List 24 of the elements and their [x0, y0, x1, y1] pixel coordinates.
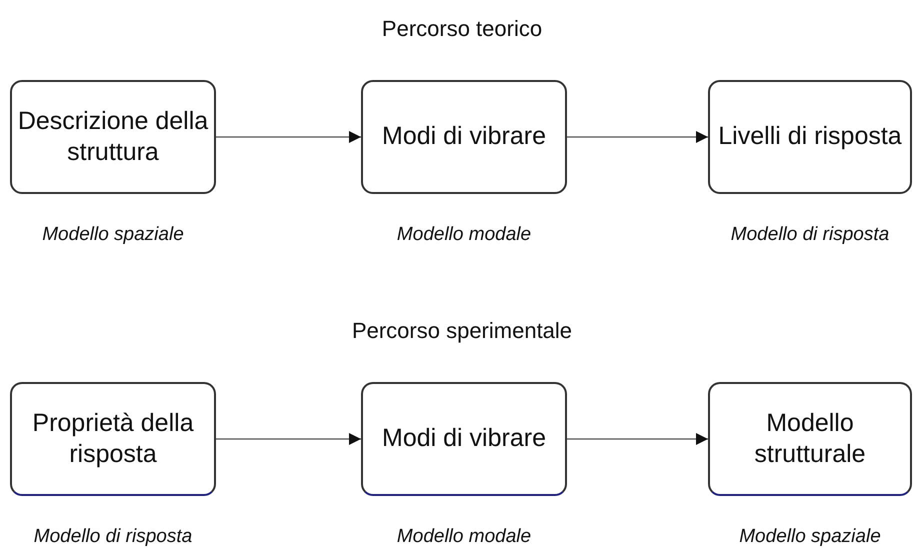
- arrow: [216, 131, 361, 143]
- box-label: Proprietà della risposta: [31, 408, 195, 470]
- section-heading: Percorso sperimentale: [352, 318, 572, 344]
- box-label: Modi di vibrare: [382, 423, 546, 454]
- process-box: [361, 382, 567, 496]
- process-box: [10, 80, 216, 194]
- model-caption: Modello modale: [396, 224, 532, 246]
- section-heading: Percorso teorico: [382, 16, 542, 42]
- box-label: Modello strutturale: [753, 408, 867, 470]
- model-caption: Modello modale: [396, 526, 532, 548]
- arrow: [216, 433, 361, 445]
- process-box: [708, 80, 912, 194]
- process-box: [361, 80, 567, 194]
- model-caption: Modello di risposta: [34, 526, 192, 548]
- model-caption: Modello spaziale: [739, 526, 881, 548]
- box-label: Descrizione della struttura: [16, 106, 210, 168]
- process-box: [708, 382, 912, 496]
- model-caption: Modello di risposta: [730, 224, 890, 246]
- arrow: [567, 131, 708, 143]
- box-label: Livelli di risposta: [718, 121, 902, 152]
- box-label: Modi di vibrare: [382, 121, 546, 152]
- arrow: [567, 433, 708, 445]
- model-caption: Modello spaziale: [42, 224, 184, 246]
- process-box: [10, 382, 216, 496]
